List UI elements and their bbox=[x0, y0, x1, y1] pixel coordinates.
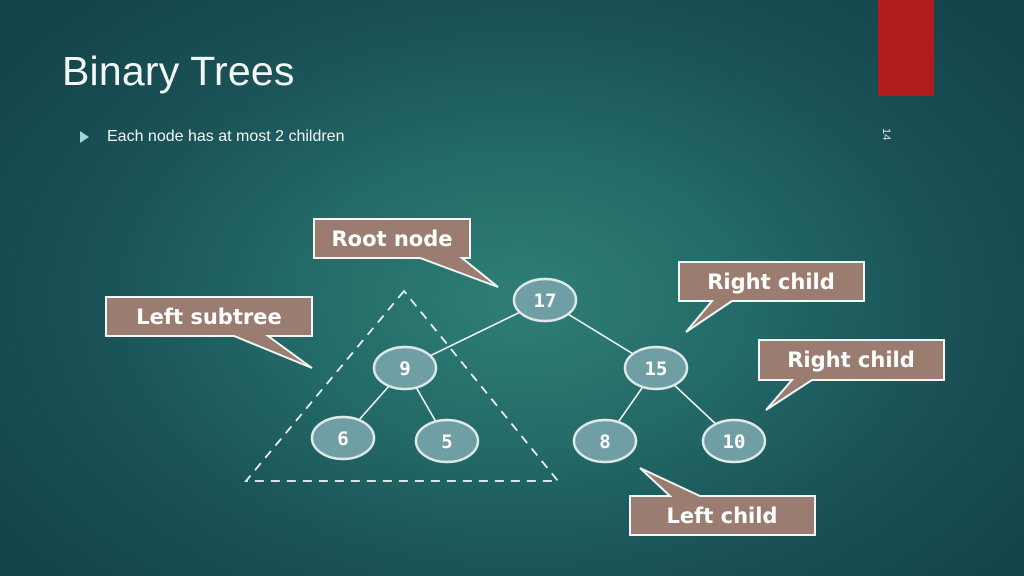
tree-node-10: 10 bbox=[701, 418, 767, 464]
callout-right-child-2-label: Right child bbox=[787, 348, 915, 372]
bullet-text: Each node has at most 2 children bbox=[107, 128, 345, 145]
node-label-17: 17 bbox=[534, 290, 557, 312]
callout-root-label: Root node bbox=[331, 227, 452, 251]
accent-bar bbox=[878, 0, 934, 96]
callout-left-subtree: Left subtree bbox=[105, 296, 313, 369]
node-label-10: 10 bbox=[723, 431, 746, 453]
callout-right-child-2: Right child bbox=[758, 339, 945, 411]
node-label-5: 5 bbox=[441, 431, 452, 453]
callout-left-subtree-label: Left subtree bbox=[136, 305, 281, 329]
bullet-arrow-icon bbox=[80, 131, 89, 143]
node-label-9: 9 bbox=[399, 358, 410, 380]
tree-node-9: 9 bbox=[372, 345, 438, 391]
tree-node-15: 15 bbox=[623, 345, 689, 391]
callout-right-child-1: Right child bbox=[678, 261, 865, 333]
callout-right-child-1-label: Right child bbox=[707, 270, 835, 294]
node-label-8: 8 bbox=[599, 431, 610, 453]
node-label-6: 6 bbox=[337, 428, 348, 450]
callout-left-child-label: Left child bbox=[667, 504, 778, 528]
tree-node-8: 8 bbox=[572, 418, 638, 464]
tree-node-6: 6 bbox=[310, 415, 376, 461]
tree-node-17: 17 bbox=[512, 277, 578, 323]
left-subtree-outline bbox=[244, 289, 560, 482]
node-label-15: 15 bbox=[645, 358, 668, 380]
callout-root-node: Root node bbox=[313, 218, 499, 288]
slide-title: Binary Trees bbox=[62, 48, 295, 94]
bullet-item: Each node has at most 2 children bbox=[80, 128, 344, 146]
tree-node-5: 5 bbox=[414, 418, 480, 464]
callout-left-child: Left child bbox=[629, 467, 816, 536]
